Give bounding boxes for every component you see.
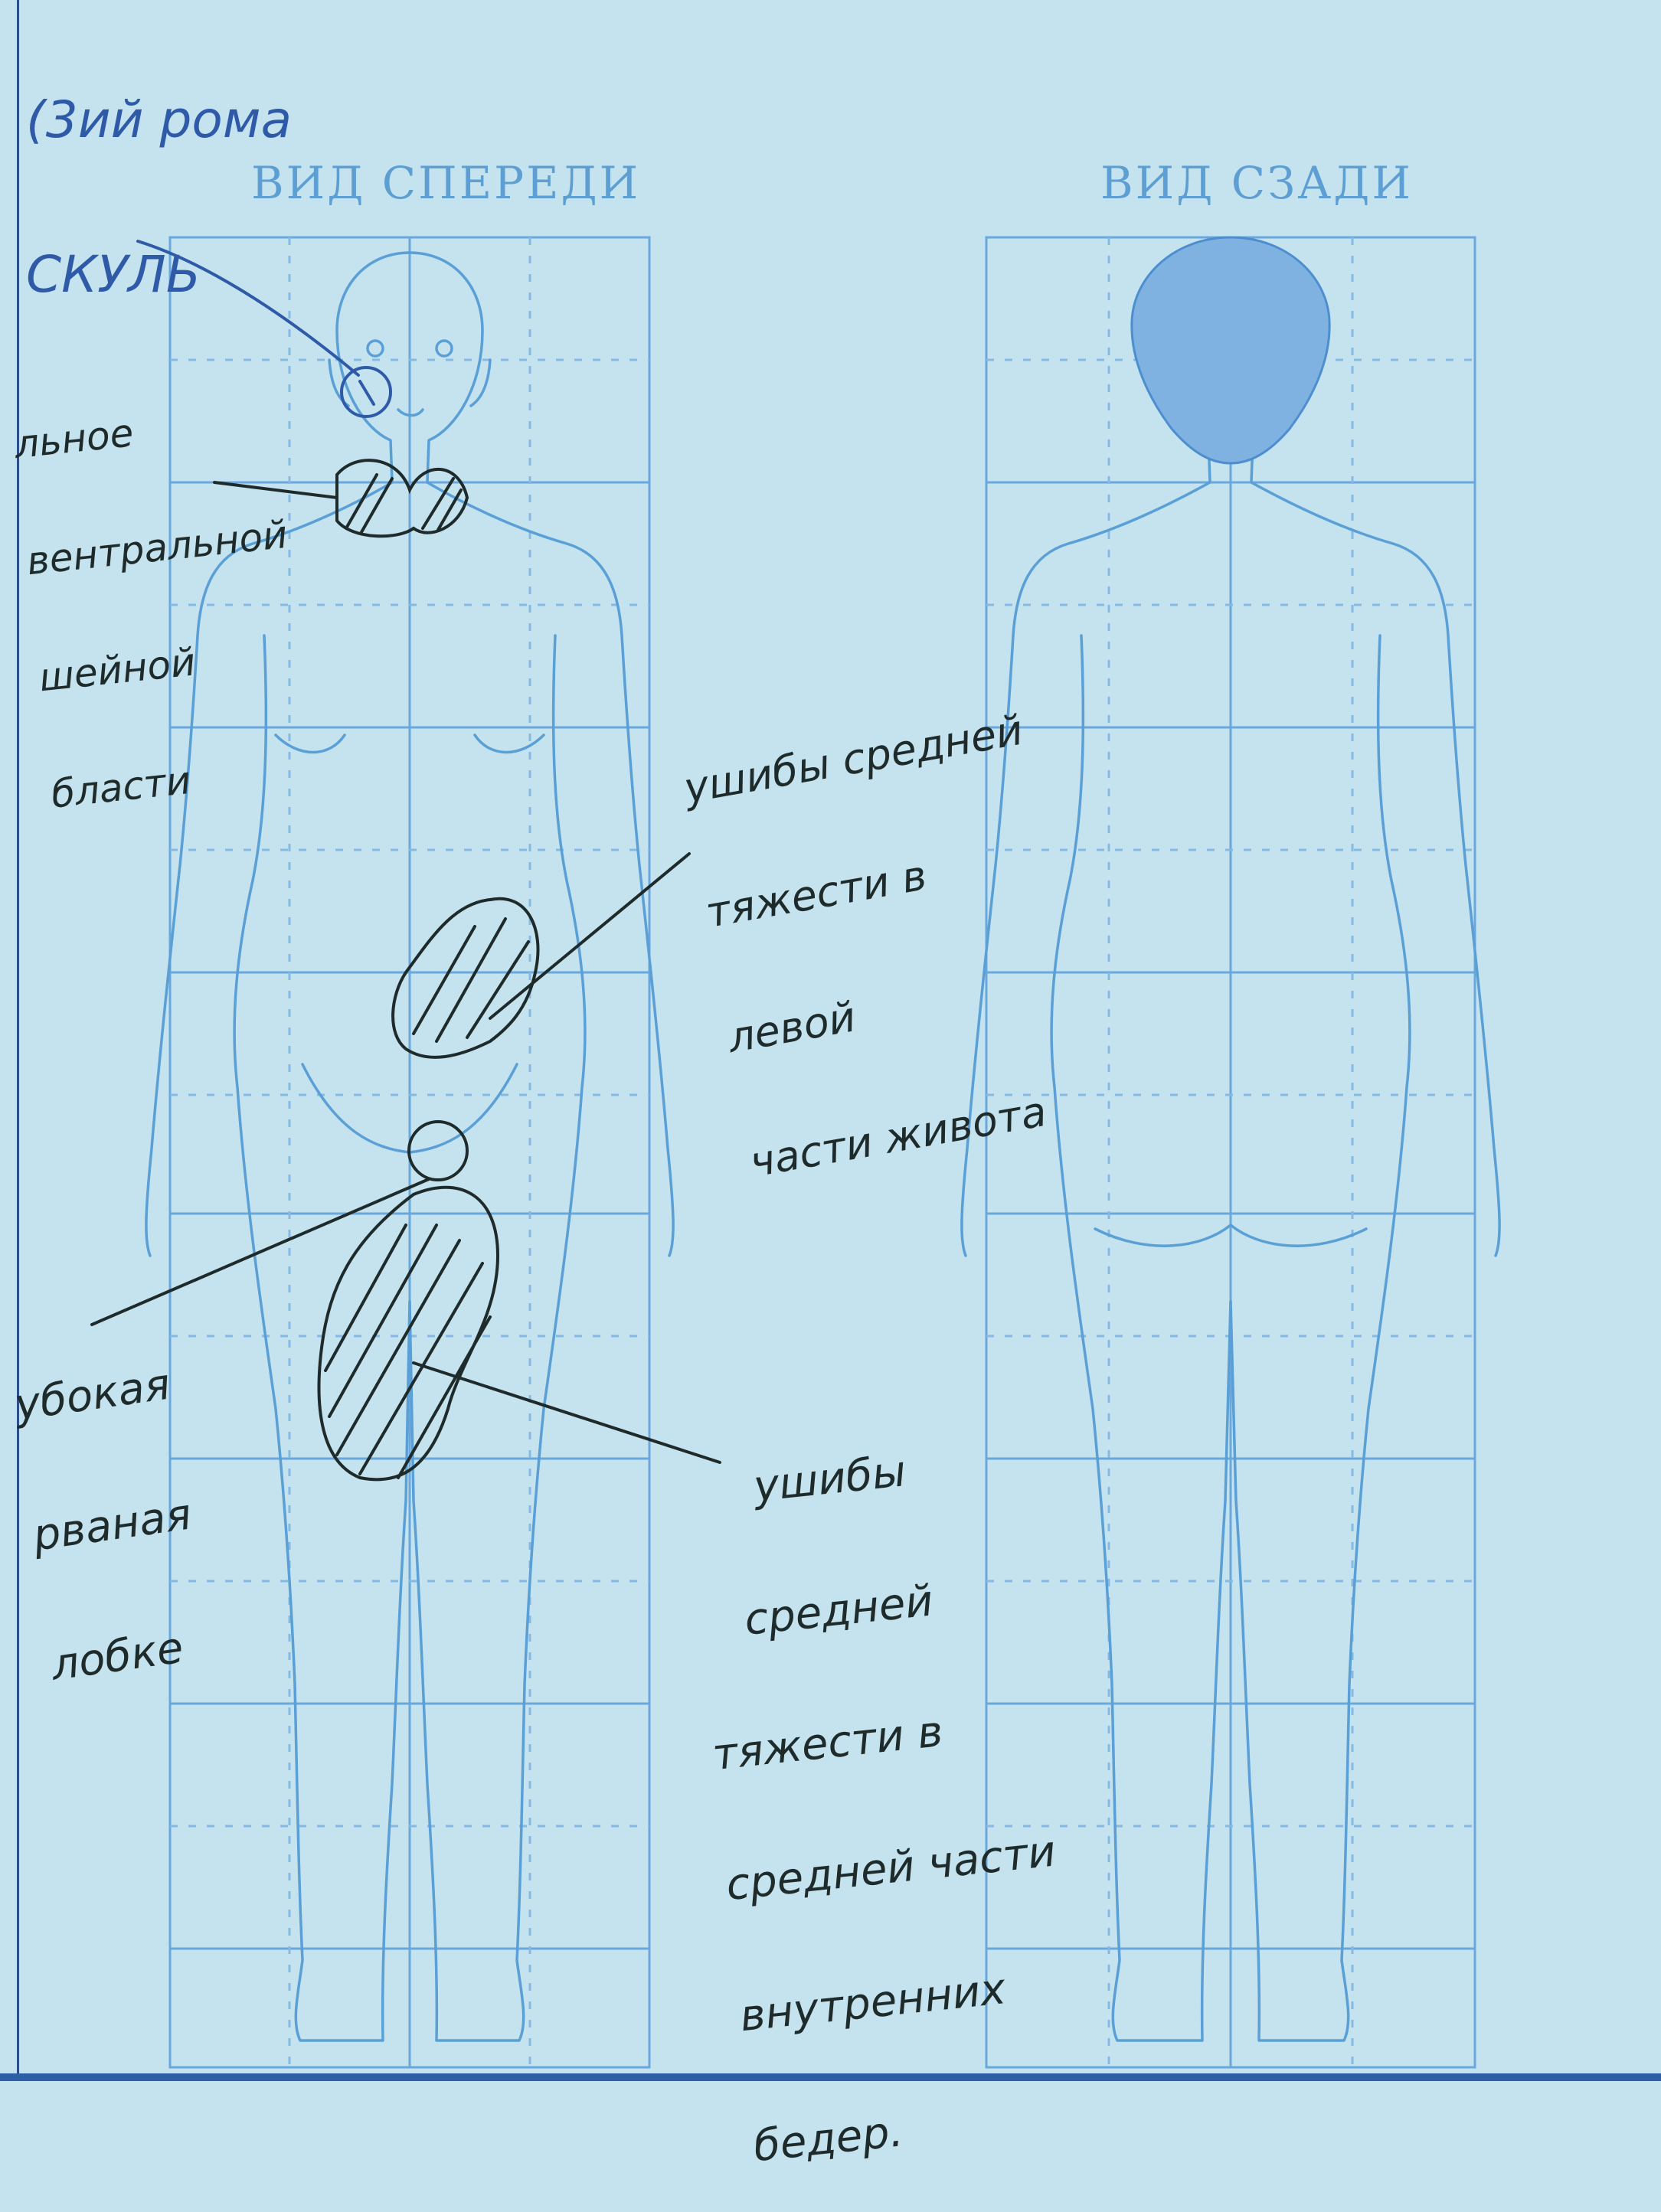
- handwritten-line: средней: [697, 1569, 1031, 1647]
- scan-edge-left: [17, 0, 19, 2081]
- handwritten-line: внутренних: [738, 1960, 1072, 2038]
- handwritten-line: средней части: [724, 1830, 1058, 1908]
- handwritten-line: бедер.: [751, 2090, 1085, 2168]
- handwritten-line: СКУЛЬ: [26, 249, 292, 300]
- handwritten-note-top-left: (3ий рома СКУЛЬ: [26, 0, 292, 351]
- handwritten-line: рваная: [31, 1492, 194, 1557]
- handwritten-line: вентральной: [25, 515, 289, 581]
- handwritten-line: бласти: [50, 748, 314, 814]
- handwritten-line: части живота: [747, 1083, 1091, 1184]
- handwritten-note-neck: льное вентральной шейной бласти: [5, 321, 318, 853]
- back-hair-hatched: [1132, 237, 1329, 463]
- handwritten-line: шейной: [38, 632, 302, 698]
- handwritten-line: тяжести в: [703, 833, 1048, 934]
- back-view-title: ВИД СЗАДИ: [1100, 157, 1413, 209]
- handwritten-line: (3ий рома: [26, 94, 292, 145]
- front-view-title: ВИД СПЕРЕДИ: [251, 157, 640, 209]
- handwritten-line: ушибы: [683, 1438, 1017, 1516]
- handwritten-line: левой: [725, 958, 1070, 1059]
- handwritten-line: лобке: [49, 1622, 212, 1688]
- handwritten-line: убокая: [12, 1362, 175, 1427]
- handwritten-line: тяжести в: [711, 1699, 1045, 1777]
- handwritten-line: льное: [13, 399, 277, 465]
- handwritten-line: ушибы средней: [681, 709, 1025, 810]
